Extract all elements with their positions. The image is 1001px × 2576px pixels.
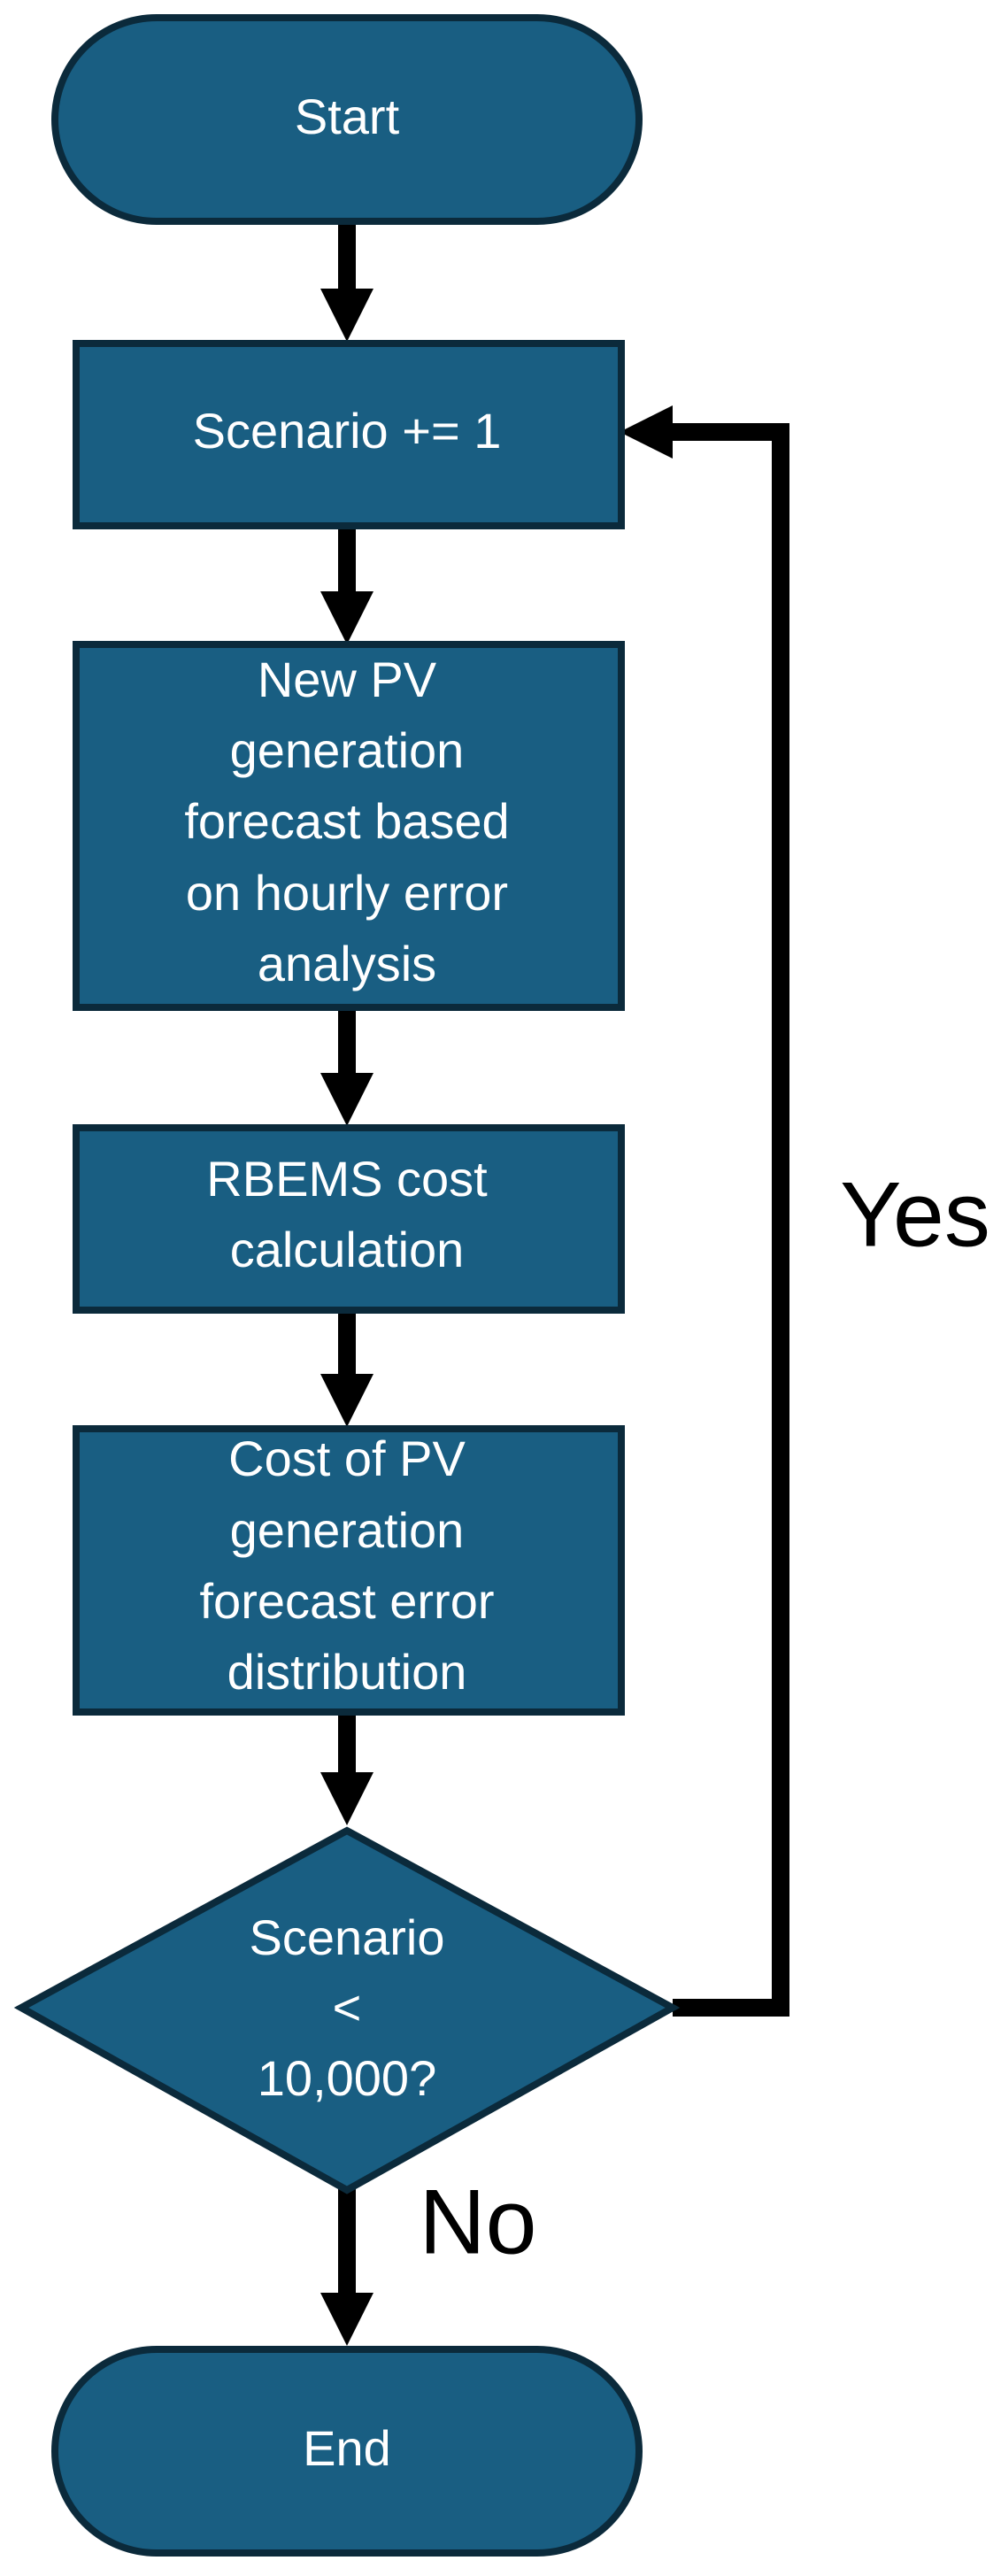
increment-node: Scenario += 1 — [73, 340, 625, 529]
end-terminal-shape — [51, 2346, 643, 2557]
decision-line-1: Scenario — [249, 1909, 444, 1965]
distribution-line-4: distribution — [227, 1644, 467, 1700]
rbems-process-shape — [73, 1124, 625, 1314]
connectors — [320, 223, 789, 2346]
arrowhead-start-to-increment — [320, 289, 373, 342]
arrowhead-rbems-to-distribution — [320, 1374, 373, 1427]
forecast-line-4: on hourly error — [186, 865, 508, 921]
forecast-node: New PV generation forecast based on hour… — [73, 641, 625, 1011]
decision-line-3: 10,000? — [258, 2050, 436, 2106]
distribution-process-shape — [73, 1425, 625, 1716]
decision-diamond-shape — [13, 1826, 681, 2194]
end-node: End — [51, 2346, 643, 2557]
distribution-line-2: generation — [230, 1502, 465, 1558]
forecast-process-shape — [73, 641, 625, 1011]
end-label: End — [303, 2420, 391, 2476]
arrowhead-distribution-to-decision — [320, 1772, 373, 1825]
rbems-node: RBEMS cost calculation — [73, 1124, 625, 1314]
start-terminal-shape — [51, 14, 643, 225]
forecast-line-3: forecast based — [184, 793, 509, 849]
rbems-line-1: RBEMS cost — [206, 1151, 488, 1207]
increment-label: Scenario += 1 — [193, 403, 502, 459]
decision-line-2: < — [333, 1979, 362, 2035]
distribution-node: Cost of PV generation forecast error dis… — [73, 1425, 625, 1716]
start-label: Start — [295, 89, 400, 144]
rbems-line-2: calculation — [230, 1222, 465, 1277]
arrowhead-yes-loop — [620, 405, 673, 459]
distribution-line-1: Cost of PV — [228, 1431, 466, 1486]
arrowhead-forecast-to-rbems — [320, 1073, 373, 1126]
yes-edge-label: Yes — [840, 1163, 990, 1266]
distribution-line-3: forecast error — [200, 1573, 495, 1629]
forecast-line-2: generation — [230, 722, 465, 778]
increment-process-shape — [73, 340, 625, 529]
arrowhead-increment-to-forecast — [320, 591, 373, 644]
start-node: Start — [51, 14, 643, 225]
connector-yes-loop — [667, 423, 789, 2017]
forecast-line-1: New PV — [258, 652, 437, 707]
arrowhead-decision-to-end — [320, 2293, 373, 2346]
decision-node: Scenario < 10,000? — [13, 1826, 681, 2194]
forecast-line-5: analysis — [258, 936, 436, 991]
no-edge-label: No — [420, 2171, 537, 2273]
